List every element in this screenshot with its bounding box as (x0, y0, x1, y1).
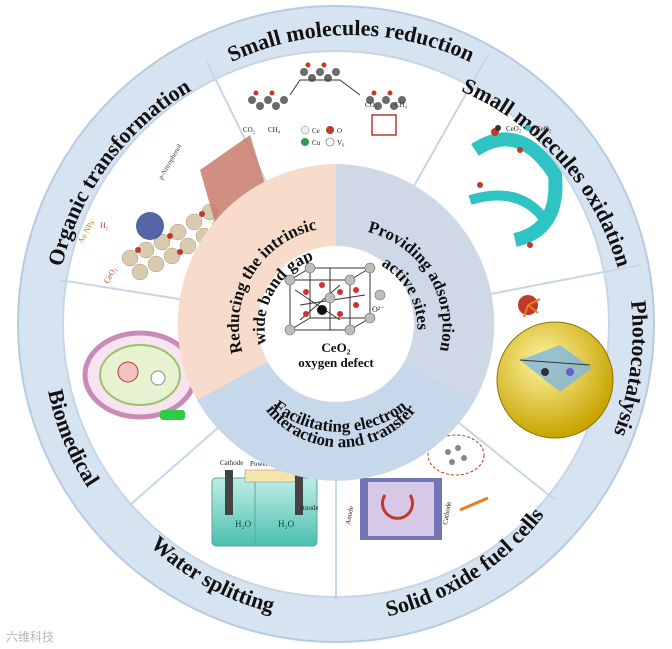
center-subtitle: oxygen defect (298, 355, 374, 370)
ceo2-lattice-icon: O²⁻ (284, 262, 386, 336)
sector-electron (197, 324, 475, 481)
reduction-label-7: V₀ (337, 139, 345, 147)
water-label-0: Cathode (220, 459, 243, 467)
center-title: CeO₂ (321, 340, 350, 355)
inner-circle (177, 164, 495, 481)
sofc-label-0: Anode (344, 506, 355, 526)
reduction-label-3: CH₄ (395, 101, 408, 109)
oxidation-label-1: CeO₂ (536, 125, 552, 133)
reduction-label-5: O (337, 127, 342, 135)
reduction-label-0: CO₂ (243, 126, 256, 134)
watermark: 六维科技 (6, 630, 55, 644)
sofc-label-1: Cathode (441, 501, 453, 525)
panel-solid-oxide-fuel-cells: Anode Cathode (344, 434, 489, 540)
panel-photocatalysis (496, 295, 614, 439)
reduction-label-1: CH₄ (268, 126, 281, 134)
water-label-2: Anode (300, 504, 319, 512)
panel-water-splitting: Cathode Power supply Anode H₂O H₂O (211, 459, 319, 547)
panel-small-molecules-reduction: CO₂ CH₄ CO₂ CH₄ Ce O Cu V₀ (243, 62, 408, 147)
reduction-label-6: Cu (312, 139, 321, 147)
oxidation-label-0: CeO₂ (506, 125, 522, 133)
organic-label-1: H₂ (100, 221, 109, 230)
defect-label: O²⁻ (372, 305, 384, 314)
reduction-label-4: Ce (312, 127, 320, 135)
water-label-4: H₂O (278, 519, 295, 529)
reduction-label-2: CO₂ (365, 101, 378, 109)
panel-biomedical (82, 330, 208, 420)
panel-small-molecules-oxidation: CeO₂ CeO₂ (468, 125, 563, 248)
water-label-3: H₂O (235, 519, 252, 529)
center-disc (258, 246, 414, 402)
